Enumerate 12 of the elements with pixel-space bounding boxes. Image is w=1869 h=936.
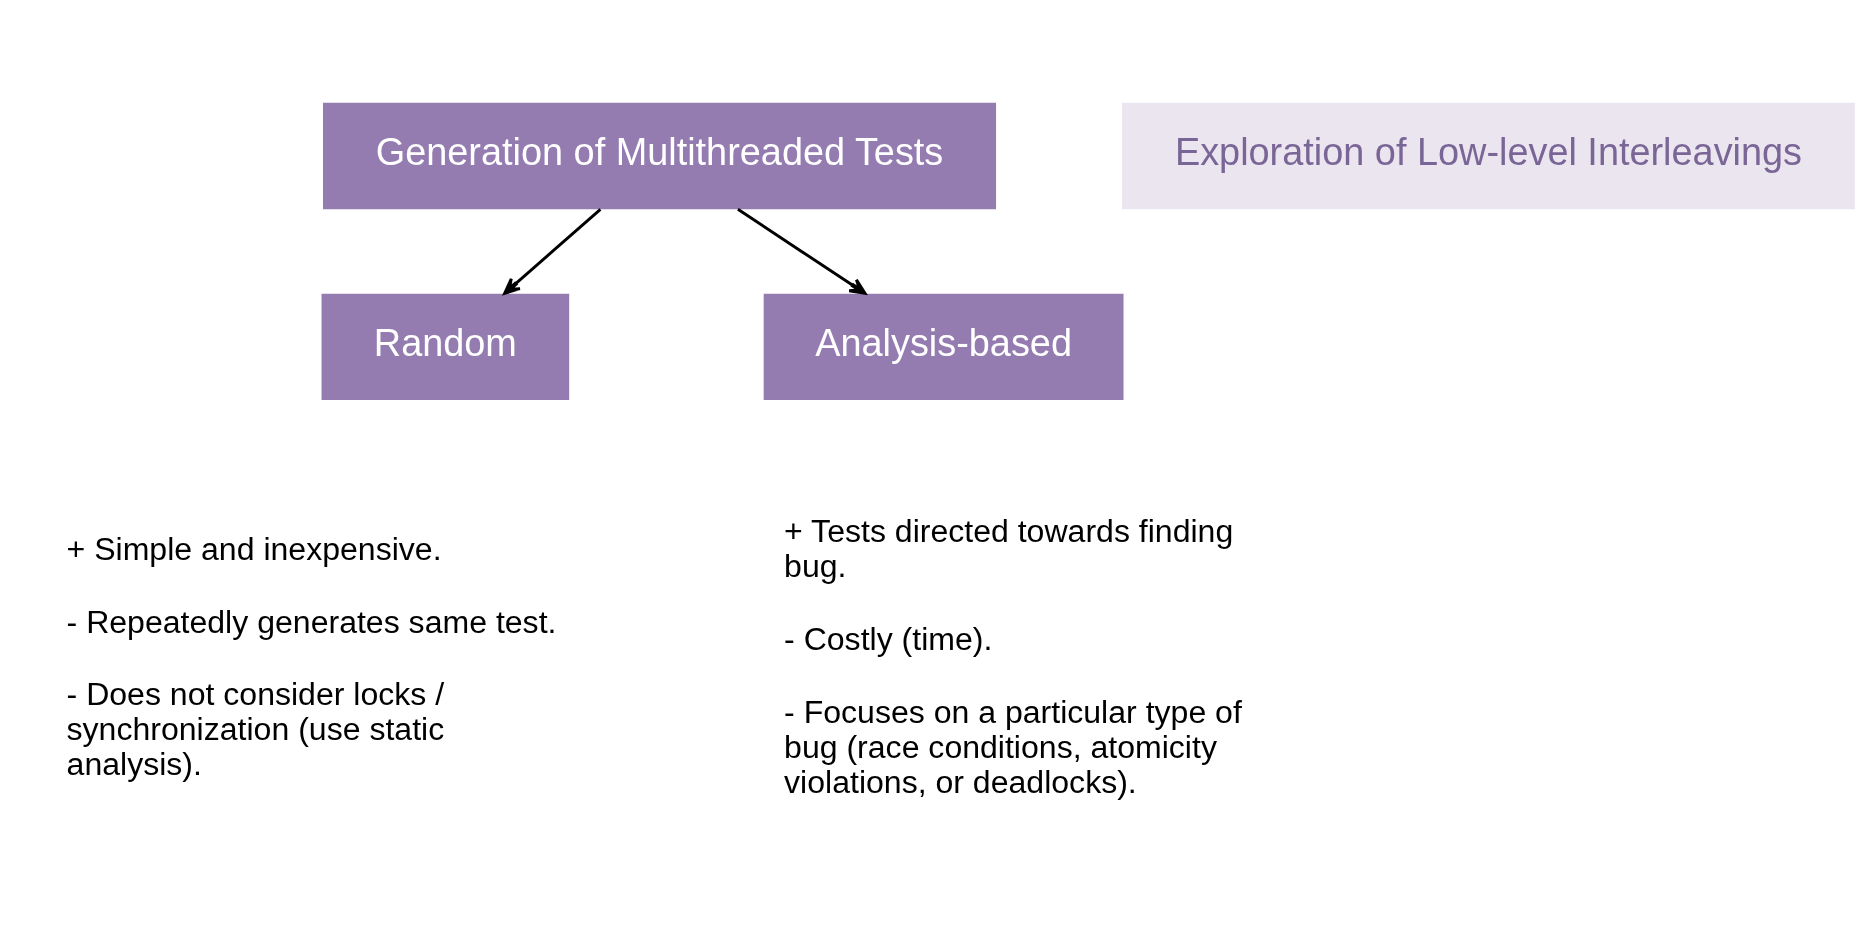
arrow: [737, 207, 867, 295]
node-box: Generation of Multithreaded Tests: [323, 102, 997, 209]
node-label: - Costly (time).: [784, 620, 993, 657]
arrow: [503, 207, 602, 295]
node-label: - Does not consider locks / synchronization (use static analysis).: [66, 675, 445, 782]
node-label: + Tests directed towards finding bug.: [784, 512, 1234, 584]
node-box: Random: [321, 293, 570, 400]
node-label: + Simple and inexpensive.: [66, 530, 442, 567]
node-box: Analysis-based: [763, 293, 1124, 400]
node-label: - Repeatedly generates same test.: [66, 603, 557, 640]
node-box: Exploration of Low-level Interleavings: [1122, 102, 1855, 209]
node-label: - Focuses on a particular type of bug (race conditions, atomicity violations, or deadlocks).: [784, 693, 1242, 800]
